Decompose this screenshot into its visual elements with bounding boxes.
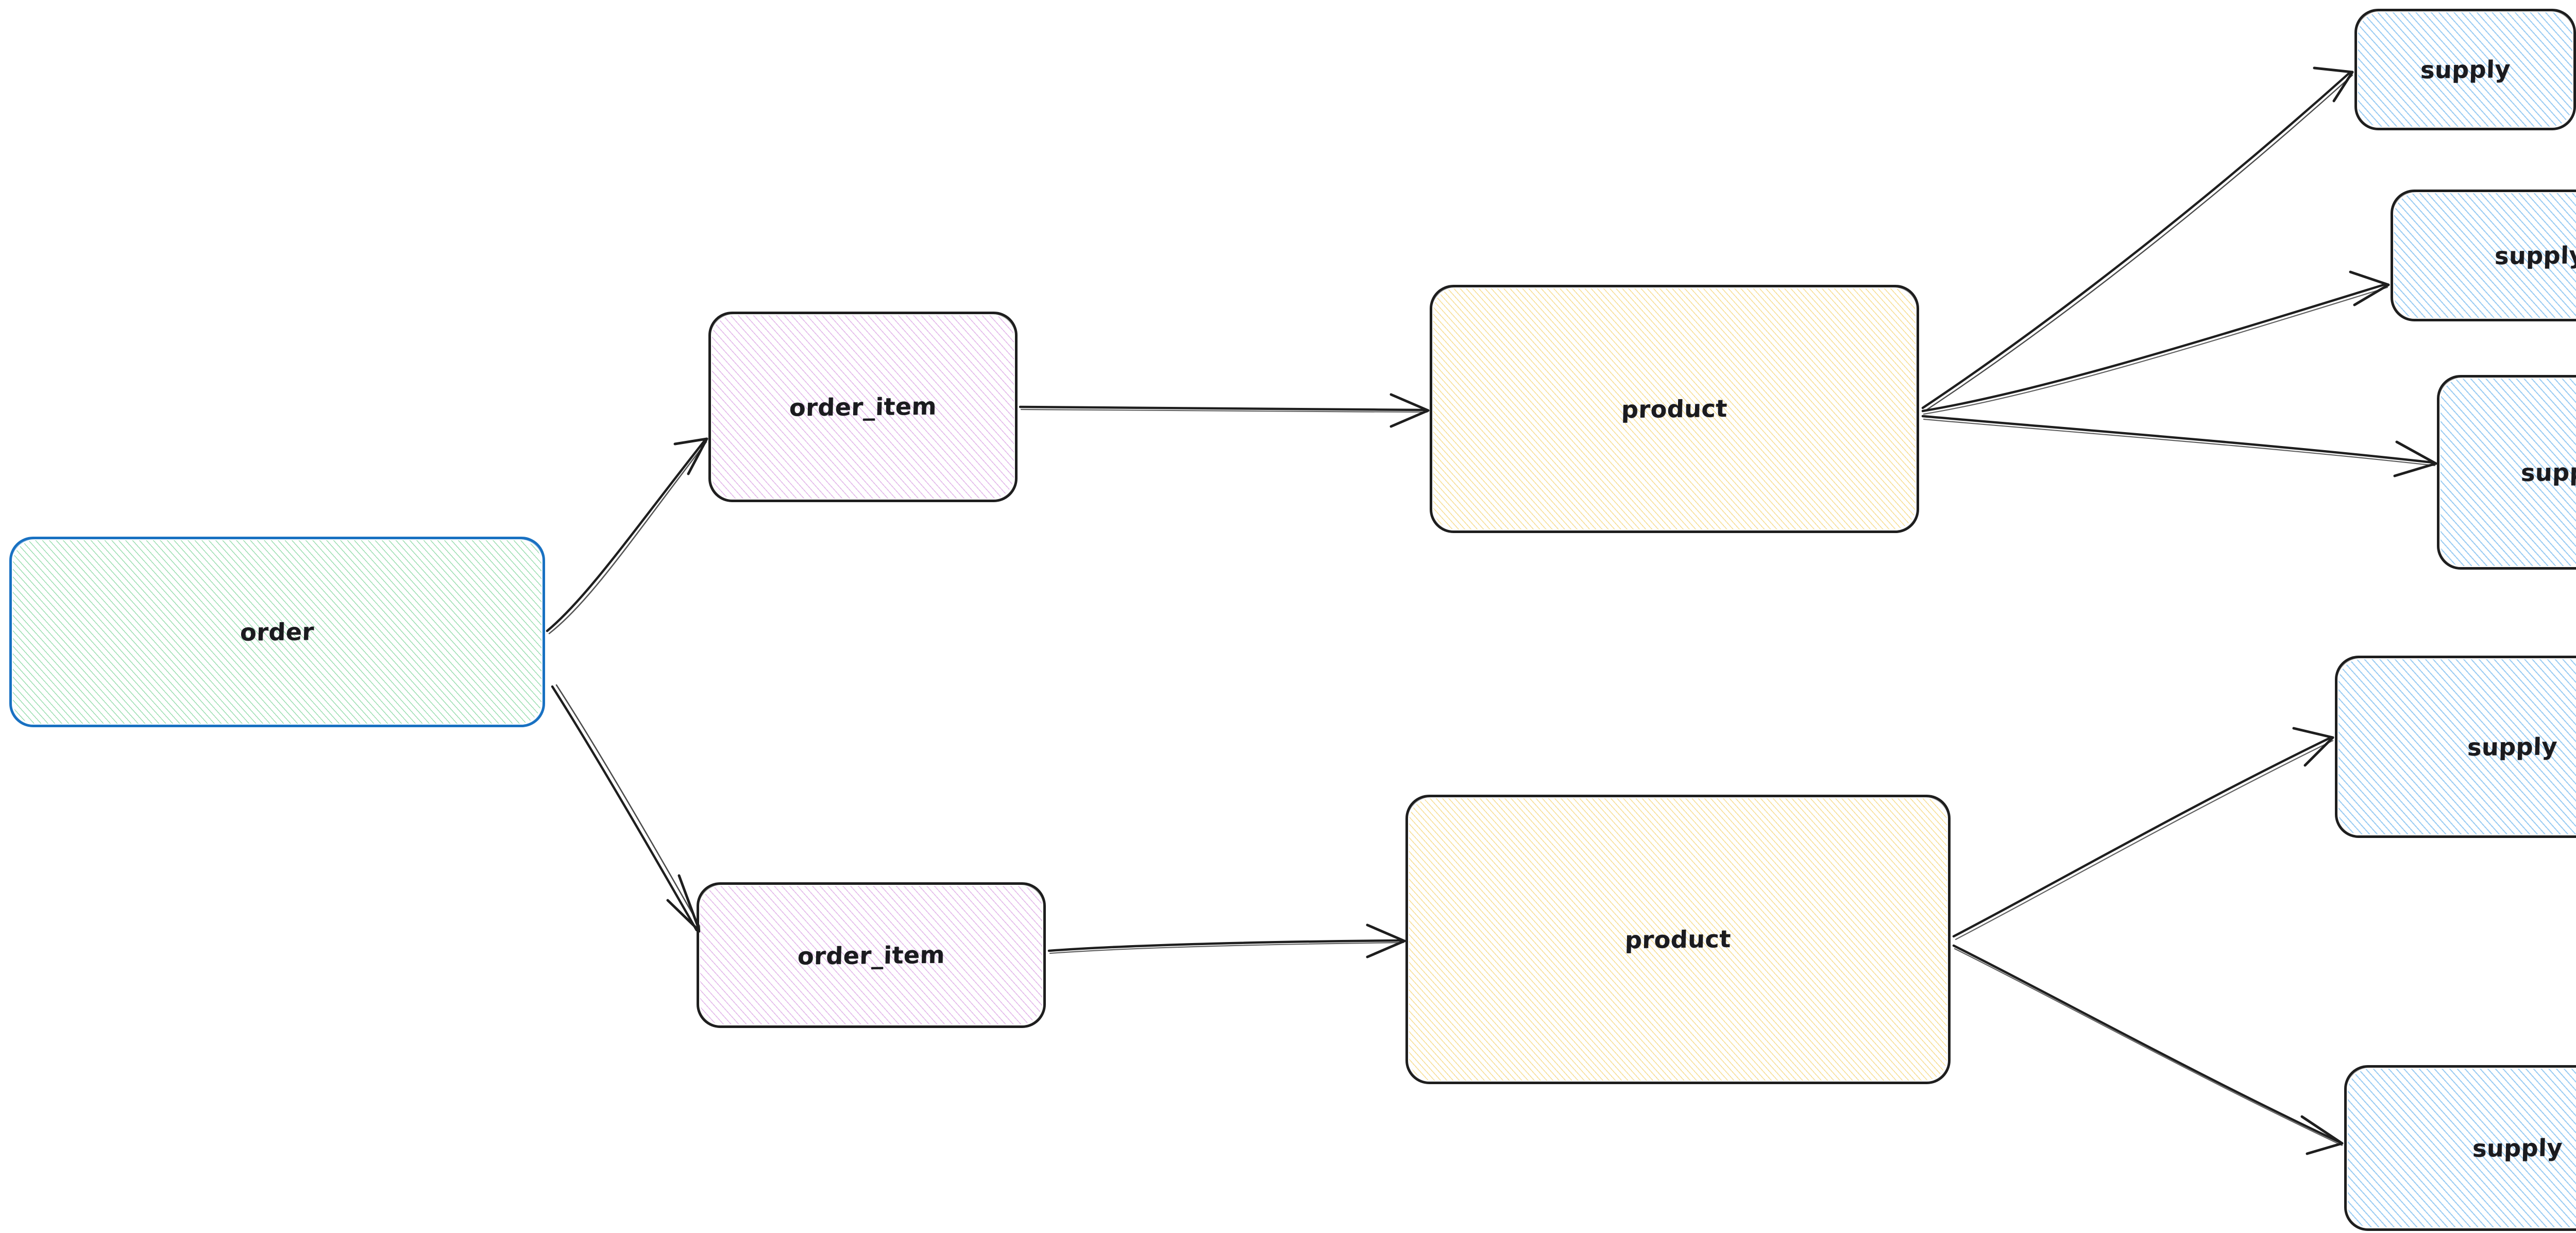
- node-label-supply-5: supply: [2471, 1134, 2563, 1162]
- node-order-item-lower[interactable]: order_item: [697, 882, 1046, 1028]
- edge-product-upper-to-supply-1: [1921, 66, 2354, 412]
- edge-product-upper-to-supply-2: [1921, 270, 2390, 415]
- node-supply-1[interactable]: supply: [2354, 9, 2576, 130]
- node-label-supply-2: supply: [2494, 241, 2576, 270]
- node-label-supply-4: supply: [2466, 732, 2558, 761]
- node-supply-4[interactable]: supply: [2335, 656, 2576, 838]
- node-product-lower[interactable]: product: [1405, 795, 1951, 1084]
- node-order[interactable]: order: [9, 537, 545, 727]
- node-label-order-item-upper: order_item: [789, 392, 937, 422]
- node-label-product-lower: product: [1624, 924, 1732, 954]
- node-label-order-item-lower: order_item: [797, 940, 945, 970]
- node-label-supply-1: supply: [2419, 55, 2511, 84]
- edge-product-lower-to-supply-4: [1952, 727, 2334, 940]
- node-product-upper[interactable]: product: [1430, 285, 1919, 533]
- edge-order-to-order-item-lower: [551, 684, 702, 933]
- node-supply-2[interactable]: supply: [2391, 190, 2576, 321]
- edge-order-item-lower-to-product-lower: [1047, 923, 1406, 958]
- node-order-item-upper[interactable]: order_item: [708, 312, 1018, 502]
- node-label-order: order: [240, 618, 315, 646]
- node-supply-3[interactable]: supply: [2437, 375, 2576, 570]
- node-supply-5[interactable]: supply: [2344, 1065, 2576, 1231]
- edge-order-to-order-item-upper: [546, 437, 708, 635]
- node-label-product-upper: product: [1621, 394, 1728, 424]
- edge-order-item-upper-to-product-upper: [1019, 393, 1430, 428]
- node-label-supply-3: supply: [2520, 458, 2576, 487]
- edge-product-lower-to-supply-5: [1952, 944, 2344, 1155]
- edge-product-upper-to-supply-3: [1921, 415, 2437, 477]
